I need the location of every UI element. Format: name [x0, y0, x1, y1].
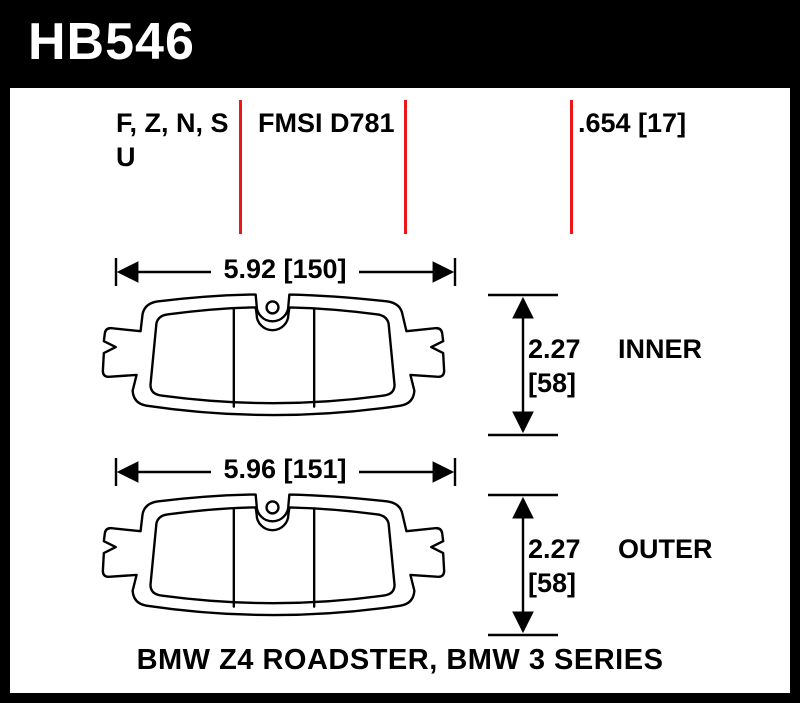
- outer-pad-width-label: 5.96 [151]: [223, 454, 346, 484]
- inner-pad-height-dimension: [488, 293, 558, 437]
- red-divider-2: [404, 100, 407, 234]
- outer-pad-height-value: 2.27: [528, 534, 581, 564]
- diagram-panel: F, Z, N, S U FMSI D781 .654 [17] 5.92 [1…: [10, 88, 790, 693]
- red-divider-1: [239, 100, 242, 234]
- inner-pad-height-mm: [58]: [528, 368, 577, 398]
- outer-pad-label: OUTER: [618, 534, 713, 564]
- outer-pad-height-dimension: [488, 493, 558, 637]
- inner-pad-label: INNER: [618, 334, 703, 364]
- inner-pad-width-label: 5.92 [150]: [223, 254, 346, 284]
- part-number: HB546: [28, 13, 195, 71]
- inner-pad-height-value: 2.27: [528, 334, 581, 364]
- inner-pad-drawing: [101, 293, 446, 417]
- inner-pad-width-dimension: 5.92 [150]: [114, 246, 457, 286]
- vehicle-caption: BMW Z4 ROADSTER, BMW 3 SERIES: [136, 644, 664, 676]
- outer-pad-drawing: [101, 493, 446, 617]
- outer-pad-width-dimension: 5.96 [151]: [114, 446, 457, 486]
- fmsi-number: FMSI D781: [258, 108, 395, 138]
- compound-codes-line1: F, Z, N, S: [116, 108, 229, 138]
- pad-thickness: .654 [17]: [578, 108, 687, 138]
- red-divider-3: [570, 100, 573, 234]
- compound-codes-line2: U: [116, 142, 136, 172]
- outer-pad-height-mm: [58]: [528, 568, 577, 598]
